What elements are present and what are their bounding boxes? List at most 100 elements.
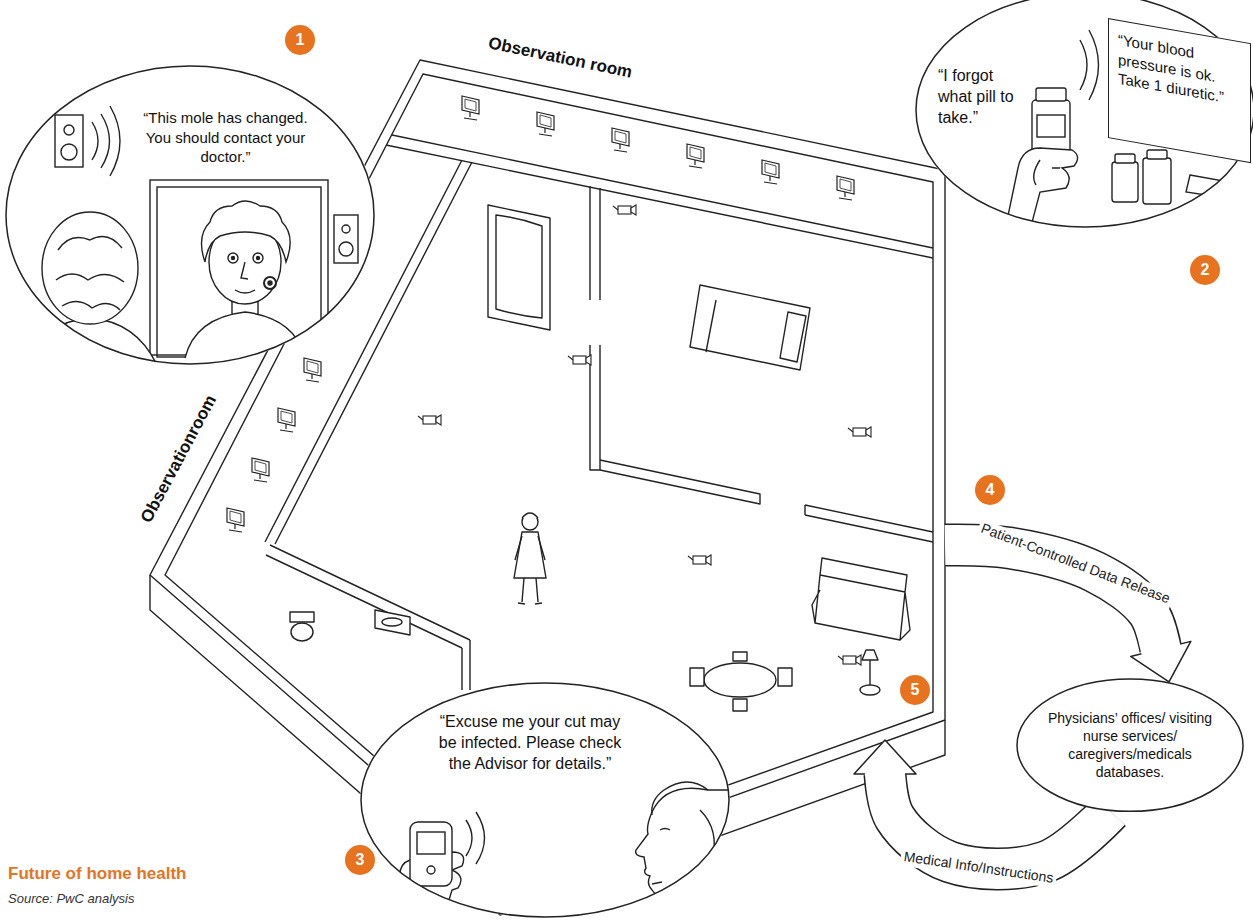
person (514, 513, 546, 604)
reflected-woman (235, 262, 255, 293)
mirror (157, 187, 321, 357)
screen-text: “Your blood pressure is ok. Take 1 diure… (1118, 30, 1240, 110)
observation-monitors (462, 96, 479, 120)
observation-monitors (537, 112, 554, 136)
reflected-woman (201, 201, 290, 262)
cameras (568, 355, 591, 365)
lamp (862, 650, 878, 685)
pill-bottle (1037, 115, 1065, 137)
pill-bottle (1147, 150, 1167, 159)
reflected-woman (185, 300, 305, 358)
pill-bottle (1143, 158, 1171, 204)
reflected-woman (232, 257, 235, 260)
bed (706, 300, 806, 362)
pill-bottle (1032, 100, 1070, 155)
speech-text: “I forgot what pill to take.” (938, 66, 1026, 128)
room-label: Observation room (486, 32, 634, 84)
sink (375, 610, 410, 635)
dining-table (704, 663, 776, 697)
provider-ellipse: Physicians’ offices/ visiting nurse serv… (1016, 678, 1244, 812)
advisor-screen: “Your blood pressure is ok. Take 1 diure… (1108, 18, 1251, 163)
observation-monitors (278, 408, 295, 432)
cameras (418, 415, 441, 425)
callout-number: 3 (345, 845, 375, 875)
observation-monitors (837, 176, 854, 200)
bathtub (488, 205, 550, 330)
sound-waves (1080, 30, 1099, 100)
callout-number: 1 (285, 25, 315, 55)
woman-back (56, 236, 124, 310)
provider-text: Physicians’ offices/ visiting nurse serv… (1041, 709, 1219, 782)
sound-waves (92, 106, 120, 176)
observation-monitors (252, 458, 269, 482)
pill-bottle (1112, 162, 1138, 202)
person (522, 514, 538, 530)
observation-wall (386, 135, 933, 258)
advisor-scene (396, 782, 745, 922)
speech-text: “Excuse me your cut may be infected. Ple… (430, 712, 630, 774)
arrow-head (854, 740, 916, 774)
interior-wall (600, 460, 933, 542)
bed (690, 285, 810, 370)
speaker (339, 242, 353, 256)
person (522, 513, 538, 518)
speaker (342, 225, 350, 233)
pill-bottle (1115, 154, 1135, 163)
woman-profile (652, 782, 715, 884)
interior-wall (590, 186, 600, 470)
person (514, 532, 546, 578)
advisor-device (417, 832, 445, 854)
speaker (55, 115, 83, 167)
speaker (64, 125, 74, 135)
speech-bubble: “Excuse me your cut may be infected. Ple… (360, 682, 730, 918)
speech-text: “This mole has changed. You should conta… (138, 108, 313, 167)
chair (690, 652, 792, 711)
source-caption: Source: PwC analysis (8, 891, 134, 906)
observation-monitors (687, 144, 704, 168)
bubble-ground (5, 0, 1253, 918)
provider-ellipse-outline (1016, 678, 1244, 812)
observation-monitors (762, 160, 779, 184)
reflected-woman (257, 257, 260, 260)
provider-ellipse-outline (1017, 679, 1243, 811)
cameras (688, 555, 711, 565)
person (515, 536, 545, 604)
toilet (290, 612, 314, 622)
bubble-ground (915, 0, 1253, 228)
reflected-woman (228, 253, 238, 263)
woman-back (20, 318, 160, 372)
callout-number: 5 (900, 675, 930, 705)
woman-back (42, 212, 138, 324)
callout-number: 4 (975, 475, 1005, 505)
cameras (418, 205, 871, 665)
speaker (334, 215, 358, 263)
room-label: Observationroom (136, 391, 222, 526)
house-plan (150, 60, 945, 880)
pill-bottle (1036, 88, 1066, 101)
observation-monitors (612, 128, 629, 152)
cameras (838, 655, 861, 665)
sink (382, 618, 402, 626)
home-floor-plan: Observation roomObservationroom (150, 55, 945, 740)
cameras (848, 427, 871, 437)
mirror-scene (20, 106, 358, 372)
observation-monitors (304, 358, 321, 382)
hand (1005, 148, 1078, 230)
toilet (291, 623, 313, 641)
speech-bubble-outline (361, 683, 729, 917)
cameras (613, 205, 636, 215)
callout-number: 2 (1190, 255, 1220, 285)
advisor-device (410, 822, 452, 886)
speech-bubble-outline (6, 66, 374, 364)
mole (264, 277, 276, 289)
speech-bubble-outline (916, 0, 1253, 227)
bubble-ground (5, 65, 375, 365)
speaker (61, 144, 77, 160)
reflected-woman (253, 253, 263, 263)
advisor-device (427, 866, 435, 874)
sofa (812, 558, 910, 640)
sound-waves (466, 812, 485, 864)
hand (1034, 160, 1060, 185)
speech-bubble: “This mole has changed. You should conta… (5, 65, 375, 365)
observation-monitors (227, 508, 244, 532)
